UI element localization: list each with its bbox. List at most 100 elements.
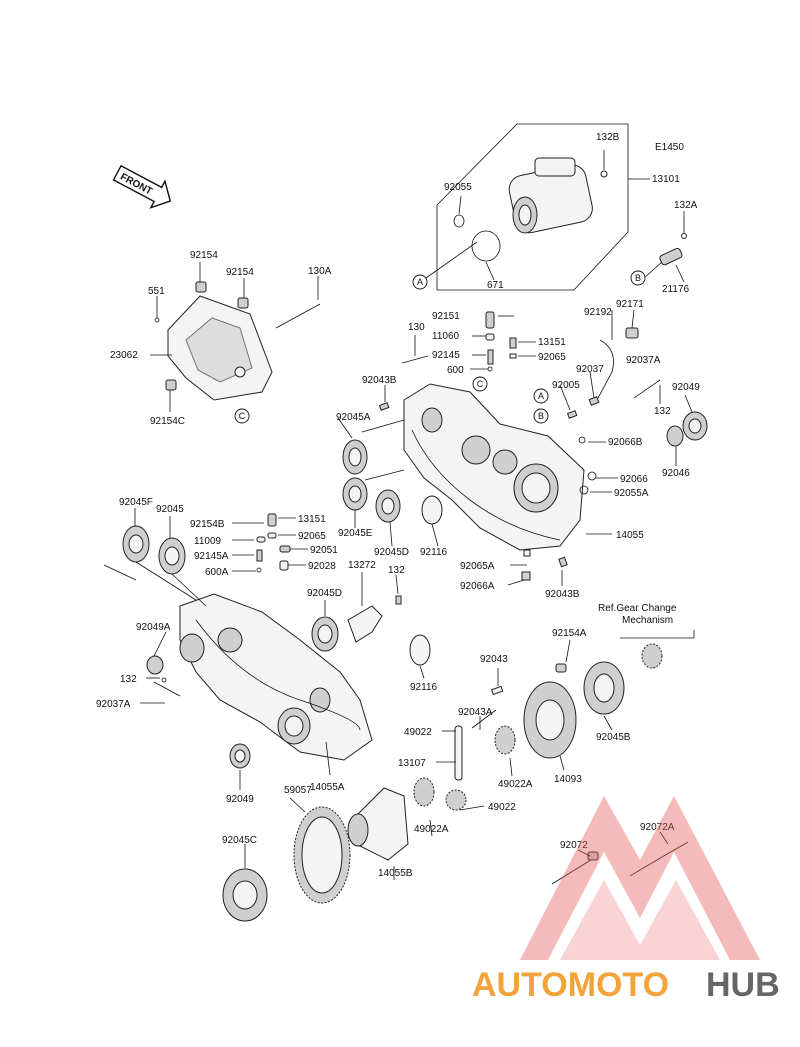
part-label: 59057 bbox=[284, 785, 312, 796]
svg-text:A: A bbox=[538, 391, 544, 401]
part-label: 92154 bbox=[190, 250, 218, 261]
part-label: 92051 bbox=[310, 545, 338, 556]
part-label: 92045B bbox=[596, 732, 631, 743]
part-labels: 132B 13101 92055 671 132A 21176 92154 92… bbox=[96, 132, 700, 879]
crankcase-upper-part bbox=[337, 309, 708, 586]
part-label: 92171 bbox=[616, 299, 644, 310]
part-label: 132 bbox=[388, 565, 405, 576]
part-label: 92145A bbox=[194, 551, 229, 562]
part-label: 92154C bbox=[150, 416, 185, 427]
svg-text:A: A bbox=[417, 277, 423, 287]
part-label: 23062 bbox=[110, 350, 138, 361]
part-label: 92055 bbox=[444, 182, 472, 193]
part-label: 92043B bbox=[545, 589, 580, 600]
part-label: 92046 bbox=[662, 468, 690, 479]
part-label: 600A bbox=[205, 567, 229, 578]
callout-c: C bbox=[234, 408, 250, 424]
part-label: 92066 bbox=[620, 474, 648, 485]
oil-tube-part bbox=[551, 831, 689, 885]
part-label: 49022A bbox=[498, 779, 533, 790]
ref-note-line2: Mechanism bbox=[622, 615, 673, 626]
part-label: 92037 bbox=[576, 364, 604, 375]
part-label: 600 bbox=[447, 365, 464, 376]
part-label: 92028 bbox=[308, 561, 336, 572]
part-label: 92049 bbox=[672, 382, 700, 393]
part-label: 13272 bbox=[348, 560, 376, 571]
callout-c-2: C bbox=[472, 376, 488, 392]
part-label: 13151 bbox=[298, 514, 326, 525]
part-label: 13101 bbox=[652, 174, 680, 185]
speed-sensor-part bbox=[643, 211, 687, 283]
part-label: 92154 bbox=[226, 267, 254, 278]
crankcase-lower-part bbox=[103, 508, 431, 790]
part-label: 92192 bbox=[584, 307, 612, 318]
part-label: 14055B bbox=[378, 868, 413, 879]
part-label: 92154B bbox=[190, 519, 225, 530]
callout-b-2: B bbox=[533, 408, 549, 424]
svg-text:B: B bbox=[635, 273, 641, 283]
part-label: 49022A bbox=[414, 824, 449, 835]
part-label: 21176 bbox=[662, 284, 690, 295]
watermark-logo-icon bbox=[520, 796, 760, 960]
ref-note-line1: Ref.Gear Change bbox=[598, 603, 677, 614]
part-label: 92072 bbox=[560, 840, 588, 851]
part-label: 11009 bbox=[194, 536, 222, 547]
part-label: 92037A bbox=[626, 355, 661, 366]
part-label: 92065 bbox=[538, 352, 566, 363]
part-label: 11060 bbox=[432, 331, 460, 342]
part-label: 92055A bbox=[614, 488, 649, 499]
part-label: 49022 bbox=[404, 727, 432, 738]
svg-text:C: C bbox=[239, 411, 246, 421]
part-label: 92065A bbox=[460, 561, 495, 572]
part-label: 92066A bbox=[460, 581, 495, 592]
part-label: 92045C bbox=[222, 835, 257, 846]
watermark-text-a: AUTOMOTO bbox=[472, 966, 669, 1004]
part-label: 92045A bbox=[336, 412, 371, 423]
gear-set-part bbox=[222, 630, 695, 922]
svg-text:C: C bbox=[477, 379, 484, 389]
part-label: 92116 bbox=[410, 682, 438, 693]
callout-b: B bbox=[630, 270, 646, 286]
part-label: 14055A bbox=[310, 782, 345, 793]
part-label: 92045 bbox=[156, 504, 184, 515]
part-label: 13151 bbox=[538, 337, 566, 348]
part-label: 130A bbox=[308, 266, 332, 277]
part-label: 92005 bbox=[552, 380, 580, 391]
diagram-code: E1450 bbox=[655, 142, 684, 153]
part-label: 13107 bbox=[398, 758, 426, 769]
starter-motor-group bbox=[425, 123, 650, 291]
mount-bracket-part bbox=[150, 262, 321, 412]
part-label: 92043 bbox=[480, 654, 508, 665]
part-label: 92045E bbox=[338, 528, 373, 539]
svg-text:B: B bbox=[538, 411, 544, 421]
part-label: 14093 bbox=[554, 774, 582, 785]
part-label: 92066B bbox=[608, 437, 643, 448]
part-label: 551 bbox=[148, 286, 165, 297]
part-label: 92043B bbox=[362, 375, 397, 386]
part-label: 92043A bbox=[458, 707, 493, 718]
part-label: 671 bbox=[487, 280, 504, 291]
part-label: 92049A bbox=[136, 622, 171, 633]
watermark-text-b: HUB bbox=[706, 966, 780, 1004]
front-arrow-icon: FRONT bbox=[112, 164, 172, 209]
part-label: 132B bbox=[596, 132, 620, 143]
part-label: 132 bbox=[120, 674, 137, 685]
part-label: 49022 bbox=[488, 802, 516, 813]
part-label: 92154A bbox=[552, 628, 587, 639]
part-label: 14055 bbox=[616, 530, 644, 541]
part-label: 130 bbox=[408, 322, 425, 333]
part-label: 132 bbox=[654, 406, 671, 417]
part-label: 92037A bbox=[96, 699, 131, 710]
callout-a: A bbox=[412, 274, 428, 290]
part-label: 92116 bbox=[420, 547, 448, 558]
callout-a-2: A bbox=[533, 388, 549, 404]
part-label: 92065 bbox=[298, 531, 326, 542]
part-label: 92145 bbox=[432, 350, 460, 361]
part-label: 92072A bbox=[640, 822, 675, 833]
part-label: 92151 bbox=[432, 311, 460, 322]
part-label: 92045D bbox=[374, 547, 409, 558]
part-label: 132A bbox=[674, 200, 698, 211]
part-label: 92049 bbox=[226, 794, 254, 805]
part-label: 92045F bbox=[119, 497, 153, 508]
